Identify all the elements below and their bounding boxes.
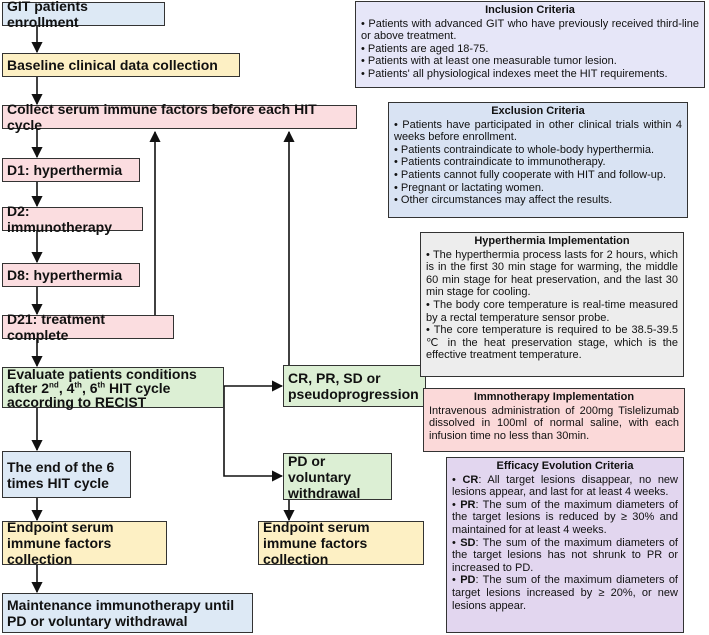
exclusion-item: • Pregnant or lactating women. xyxy=(394,181,544,194)
exclusion-item: • Patients contraindicate to whole-body … xyxy=(394,143,655,156)
d1-label: D1: hyperthermia xyxy=(7,162,123,178)
d21-box: D21: treatment complete xyxy=(2,311,174,343)
d8-label: D8: hyperthermia xyxy=(7,267,123,283)
pd-label: PD or voluntary withdrawal xyxy=(288,452,361,501)
evaluate-line3: according to RECIST xyxy=(7,393,147,410)
evaluate-sup3: th xyxy=(97,379,106,389)
exclusion-panel: Exclusion Criteria • Patients have parti… xyxy=(388,102,688,218)
efficacy-title: Efficacy Evolution Criteria xyxy=(496,460,634,472)
hyperthermia-item: • The core temperature is required to be… xyxy=(426,324,678,362)
exclusion-item: • Patients have participated in other cl… xyxy=(394,118,682,144)
exclusion-title: Exclusion Criteria xyxy=(491,105,585,117)
hyperthermia-item: • The hyperthermia process lasts for 2 h… xyxy=(426,248,678,299)
response-box: CR, PR, SD or pseudoprogression xyxy=(283,365,426,407)
efficacy-item-pd: • PD: The sum of the maximum diameters o… xyxy=(452,574,678,612)
enrollment-label: GIT patients enrollment xyxy=(7,0,88,30)
arrow-evaluate-pd xyxy=(223,386,284,482)
pd-box: PD or voluntary withdrawal xyxy=(283,452,392,501)
evaluate-sup1: nd xyxy=(49,379,59,389)
evaluate-after: after 2 xyxy=(7,379,50,396)
inclusion-item: • Patients with at least one measurable … xyxy=(361,55,617,68)
baseline-label: Baseline clinical data collection xyxy=(7,57,218,73)
evaluate-sup2: th xyxy=(74,379,82,389)
evaluate-tail: HIT cycle xyxy=(105,379,171,396)
evaluate-comma2: , 6 xyxy=(81,379,98,396)
enrollment-box: GIT patients enrollment xyxy=(2,0,165,30)
d1-box: D1: hyperthermia xyxy=(2,158,140,182)
d2-label: D2: immunotherapy xyxy=(7,203,113,235)
efficacy-key: CR xyxy=(462,473,479,486)
d8-box: D8: hyperthermia xyxy=(2,263,140,287)
efficacy-text: : The sum of the maximum diameters of th… xyxy=(452,536,678,574)
efficacy-text: : The sum of the maximum diameters of th… xyxy=(452,498,678,536)
efficacy-key: PR xyxy=(460,498,476,511)
endpoint-right-label: Endpoint serum immune factors collection xyxy=(263,519,370,567)
maintenance-box: Maintenance immunotherapy until PD or vo… xyxy=(2,593,253,633)
exclusion-item: • Patients cannot fully cooperate with H… xyxy=(394,168,667,181)
efficacy-text: : The sum of the maximum diameters of ta… xyxy=(452,574,678,612)
response-label: CR, PR, SD or pseudoprogression xyxy=(288,370,419,402)
efficacy-item-sd: • SD: The sum of the maximum diameters o… xyxy=(452,536,678,574)
efficacy-key: PD xyxy=(460,574,476,587)
exclusion-item: • Patients contraindicate to immunothera… xyxy=(394,156,606,169)
efficacy-item-cr: • CR: All target lesions disappear, no n… xyxy=(452,473,678,499)
inclusion-panel: Inclusion Criteria • Patients with advan… xyxy=(355,1,705,88)
inclusion-item: • Patients with advanced GIT who have pr… xyxy=(361,17,699,43)
evaluate-line1: Evaluate patients conditions xyxy=(7,365,197,382)
d21-label: D21: treatment complete xyxy=(7,311,106,343)
inclusion-title: Inclusion Criteria xyxy=(485,4,575,16)
exclusion-item: • Other circumstances may affect the res… xyxy=(394,194,613,207)
evaluate-label: Evaluate patients conditions after 2nd, … xyxy=(7,367,197,409)
endpoint-left-label: Endpoint serum immune factors collection xyxy=(7,519,114,567)
efficacy-text: : All target lesions disappear, no new l… xyxy=(452,473,678,499)
immunotherapy-panel: Immnotherapy Implementation Intravenous … xyxy=(423,388,685,452)
maintenance-label: Maintenance immunotherapy until PD or vo… xyxy=(7,597,235,629)
evaluate-box: Evaluate patients conditions after 2nd, … xyxy=(2,367,224,409)
d2-box: D2: immunotherapy xyxy=(2,203,143,235)
immunotherapy-title: Immnotherapy Implementation xyxy=(473,391,635,403)
efficacy-item-pr: • PR: The sum of the maximum diameters o… xyxy=(452,498,678,536)
efficacy-key: SD xyxy=(460,536,476,549)
hyperthermia-title: Hyperthermia Implementation xyxy=(474,235,630,247)
hyperthermia-item: • The body core temperature is real-time… xyxy=(426,298,678,324)
end-cycle-box: The end of the 6 times HIT cycle xyxy=(2,451,131,498)
end-cycle-label: The end of the 6 times HIT cycle xyxy=(7,458,115,491)
inclusion-item: • Patients' all physiological indexes me… xyxy=(361,67,668,80)
hyperthermia-panel: Hyperthermia Implementation • The hypert… xyxy=(420,232,684,377)
endpoint-left-box: Endpoint serum immune factors collection xyxy=(2,519,167,567)
evaluate-comma1: , 4 xyxy=(58,379,75,396)
collect-box: Collect serum immune factors before each… xyxy=(2,101,357,133)
immunotherapy-text: Intravenous administration of 200mg Tisl… xyxy=(429,404,679,442)
baseline-box: Baseline clinical data collection xyxy=(2,53,240,77)
endpoint-right-box: Endpoint serum immune factors collection xyxy=(258,519,424,567)
collect-label: Collect serum immune factors before each… xyxy=(7,101,317,133)
efficacy-panel: Efficacy Evolution Criteria • CR: All ta… xyxy=(446,457,684,633)
inclusion-item: • Patients are aged 18-75. xyxy=(361,42,489,55)
